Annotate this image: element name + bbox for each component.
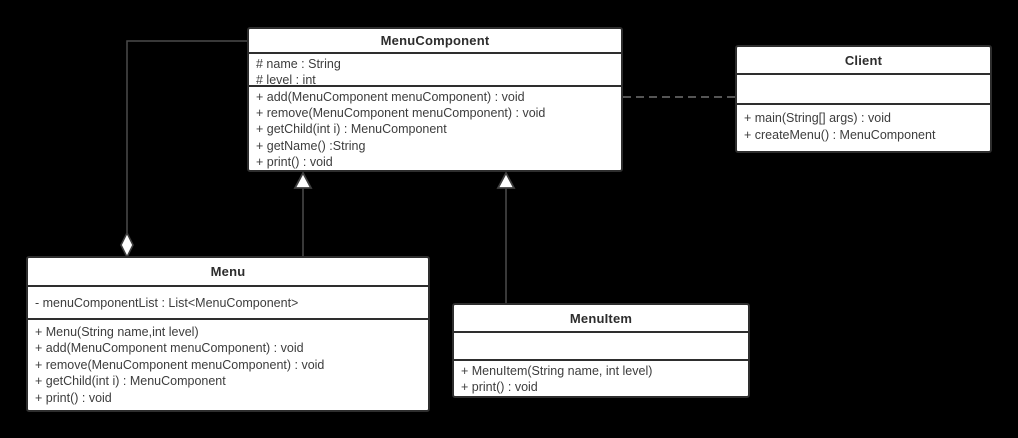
methods-section: + add(MenuComponent menuComponent) : voi…: [249, 85, 621, 170]
attributes-section: # name : String # level : int: [249, 52, 621, 85]
attributes-section-empty: [454, 331, 748, 359]
attribute-row: # level : int: [256, 73, 316, 85]
method-row: + print() : void: [35, 390, 112, 405]
method-row: + add(MenuComponent menuComponent) : voi…: [256, 90, 525, 104]
methods-section: + MenuItem(String name, int level) + pri…: [454, 359, 748, 396]
generalization-triangle-icon-menuitem: [496, 171, 516, 189]
method-row: + main(String[] args) : void: [744, 111, 891, 125]
method-row: + print() : void: [256, 154, 333, 169]
class-box-menucomponent: MenuComponent # name : String # level : …: [247, 27, 623, 172]
methods-section: + main(String[] args) : void + createMen…: [737, 103, 990, 151]
class-box-menu: Menu - menuComponentList : List<MenuComp…: [26, 256, 430, 412]
generalization-triangle-icon-menu: [293, 171, 313, 189]
attribute-row: # name : String: [256, 57, 341, 71]
aggregation-diamond-icon: [120, 231, 134, 259]
method-row: + getName() :String: [256, 138, 366, 153]
method-row: + print() : void: [461, 380, 538, 394]
method-row: + MenuItem(String name, int level): [461, 364, 653, 378]
aggregation-line-menu-menucomponent: [126, 40, 247, 233]
class-name-menu: Menu: [210, 264, 246, 279]
method-row: + getChild(int i) : MenuComponent: [256, 122, 447, 137]
class-box-client: Client + main(String[] args) : void + cr…: [735, 45, 992, 153]
method-row: + Menu(String name,int level): [35, 325, 199, 339]
method-row: + getChild(int i) : MenuComponent: [35, 374, 226, 389]
class-name-client: Client: [844, 52, 883, 68]
attributes-section: - menuComponentList : List<MenuComponent…: [28, 285, 428, 318]
method-row: + createMenu() : MenuComponent: [744, 127, 936, 142]
methods-section: + Menu(String name,int level) + add(Menu…: [28, 318, 428, 410]
method-row: + remove(MenuComponent menuComponent) : …: [35, 357, 325, 372]
class-box-menuitem: MenuItem + MenuItem(String name, int lev…: [452, 303, 750, 398]
attribute-row: - menuComponentList : List<MenuComponent…: [35, 296, 299, 310]
class-name-menuitem: MenuItem: [569, 310, 633, 326]
attributes-section-empty: [737, 73, 990, 103]
method-row: + remove(MenuComponent menuComponent) : …: [256, 106, 546, 121]
class-name-menucomponent: MenuComponent: [380, 33, 490, 48]
method-row: + add(MenuComponent menuComponent) : voi…: [35, 341, 304, 356]
